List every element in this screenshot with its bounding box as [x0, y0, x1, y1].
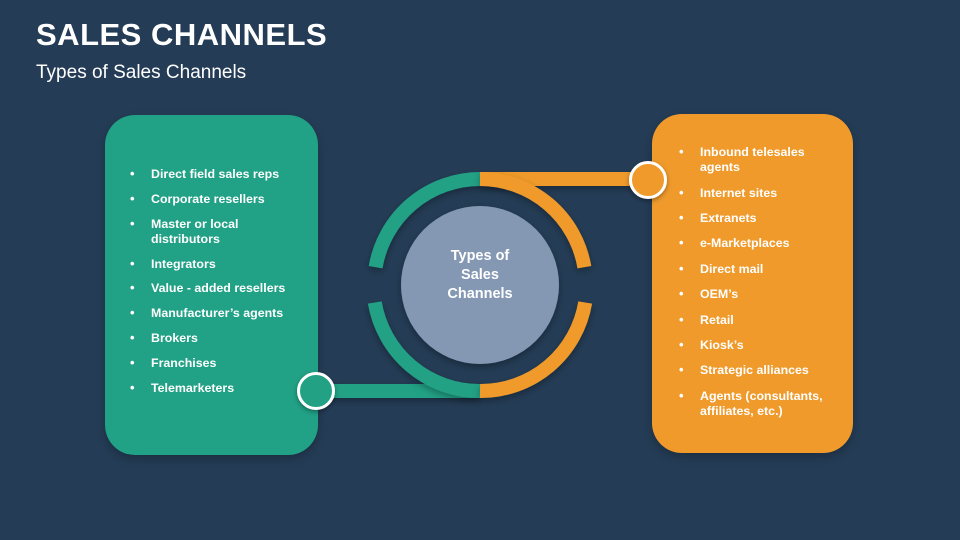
- list-item[interactable]: Brokers: [123, 330, 309, 346]
- list-item[interactable]: Telemarketers: [123, 380, 309, 396]
- list-item[interactable]: Inbound telesales agents: [672, 144, 844, 175]
- right-channels-panel[interactable]: Inbound telesales agents Internet sites …: [652, 114, 853, 453]
- center-circle: [401, 206, 559, 364]
- page-subtitle: Types of Sales Channels: [36, 62, 247, 83]
- center-label-line-1: Types of: [450, 248, 510, 264]
- list-item[interactable]: Corporate resellers: [123, 191, 309, 207]
- list-item[interactable]: Direct mail: [672, 261, 844, 277]
- list-item[interactable]: Agents (consultants, affiliates, etc.): [672, 388, 844, 419]
- list-item[interactable]: Franchises: [123, 355, 309, 371]
- list-item[interactable]: Internet sites: [672, 185, 844, 201]
- list-item[interactable]: Direct field sales reps: [123, 166, 309, 182]
- left-channels-panel[interactable]: Direct field sales reps Corporate resell…: [105, 115, 318, 455]
- center-label: Types of Sales Channels: [420, 247, 540, 304]
- green-node-circle[interactable]: [297, 372, 335, 410]
- orange-node-circle[interactable]: [629, 161, 667, 199]
- ring-arc-green-upper: [368, 172, 481, 269]
- left-channels-list: Direct field sales reps Corporate resell…: [123, 166, 309, 405]
- page-title: SALES CHANNELS: [36, 17, 328, 52]
- ring-arc-green-lower: [367, 301, 481, 399]
- header: SALES CHANNELS Types of Sales Channels: [36, 16, 636, 86]
- list-item[interactable]: Manufacturer’s agents: [123, 305, 309, 321]
- list-item[interactable]: Extranets: [672, 210, 844, 226]
- list-item[interactable]: Strategic alliances: [672, 362, 844, 378]
- list-item[interactable]: Value - added resellers: [123, 280, 309, 296]
- list-item[interactable]: OEM’s: [672, 286, 844, 302]
- list-item[interactable]: Master or local distributors: [123, 216, 309, 247]
- list-item[interactable]: Retail: [672, 312, 844, 328]
- ring-arc-orange-lower: [479, 301, 593, 399]
- list-item[interactable]: Integrators: [123, 256, 309, 272]
- center-label-line-3: Channels: [447, 286, 513, 302]
- list-item[interactable]: e-Marketplaces: [672, 235, 844, 251]
- center-label-line-2: Sales: [461, 267, 499, 283]
- right-channels-list: Inbound telesales agents Internet sites …: [672, 144, 844, 429]
- center-diagram: [297, 150, 667, 410]
- list-item[interactable]: Kiosk’s: [672, 337, 844, 353]
- ring-arc-orange-upper: [479, 172, 592, 269]
